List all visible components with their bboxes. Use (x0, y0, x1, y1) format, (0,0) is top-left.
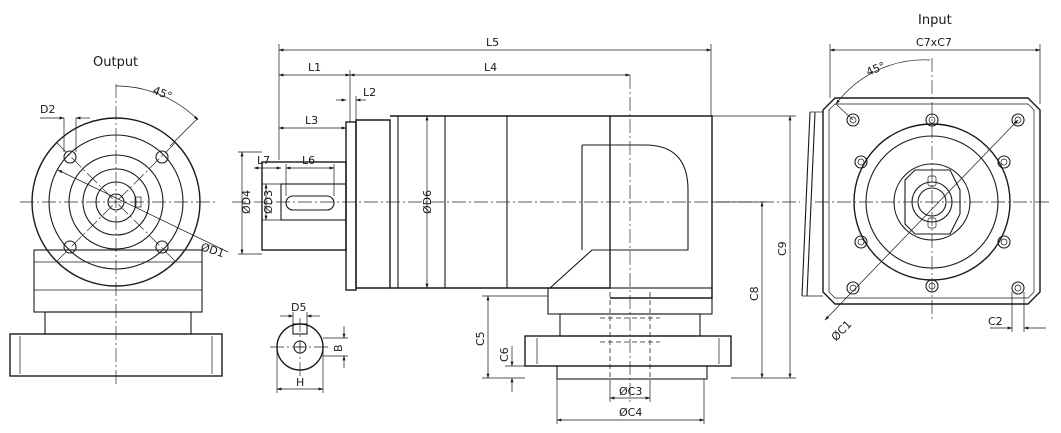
dim-L2: L2 (363, 86, 376, 99)
dim-C7xC7: C7xC7 (916, 36, 952, 49)
output-view: Output 45° D2 (9, 55, 229, 385)
dim-D4: ØD4 (240, 190, 253, 214)
dim-L1: L1 (308, 61, 321, 74)
dim-C3: ØC3 (619, 385, 642, 398)
input-mount-flange (524, 335, 732, 367)
dim-D1: ØD1 (199, 240, 226, 260)
key-section: D5 B H (270, 301, 348, 393)
output-bolt-holes (63, 150, 169, 254)
dim-C2: C2 (988, 315, 1003, 328)
dim-C8: C8 (748, 286, 761, 301)
dim-H: H (296, 376, 304, 389)
dim-D5: D5 (291, 301, 306, 314)
dim-C4: ØC4 (619, 406, 642, 419)
dim-C5: C5 (474, 331, 487, 346)
dim-C1: ØC1 (829, 318, 855, 344)
dim-D6: ØD6 (421, 190, 434, 214)
right-angle-housing (610, 115, 713, 299)
dim-L6: L6 (302, 154, 315, 167)
dim-L5: L5 (486, 36, 499, 49)
output-title: Output (93, 55, 138, 70)
dim-L4: L4 (484, 61, 497, 74)
output-angle-label: 45° (151, 84, 174, 103)
dim-D3: ØD3 (262, 190, 275, 214)
side-view: L5 L1 L4 L2 L3 L7 L6 ØD4 ØD3 ØD6 (232, 36, 800, 424)
input-square-flange (822, 97, 1041, 305)
input-angle-label: 45° (864, 59, 887, 78)
dim-C9: C9 (776, 241, 789, 256)
input-view: Input (801, 13, 1050, 344)
dim-C6: C6 (498, 347, 511, 362)
dim-D2: D2 (40, 103, 55, 116)
shaft-keyway (285, 195, 335, 211)
dim-B: B (332, 344, 345, 352)
input-title: Input (918, 13, 952, 28)
output-base-neck (44, 311, 192, 335)
dim-L3: L3 (305, 114, 318, 127)
dim-L7: L7 (257, 154, 270, 167)
